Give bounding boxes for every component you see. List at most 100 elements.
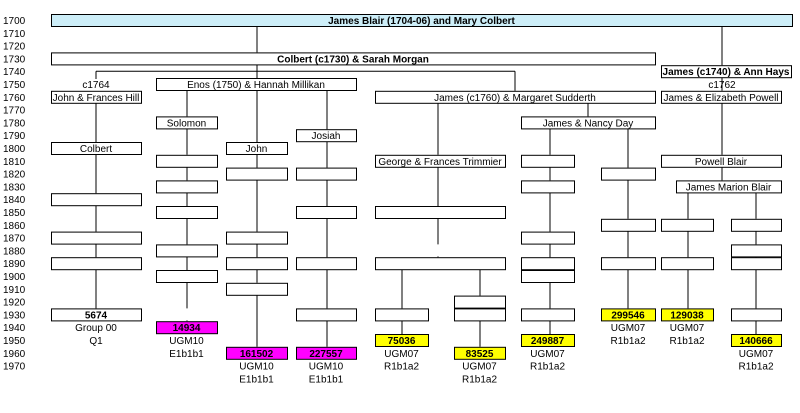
person-box-colbert [51, 142, 142, 155]
subclade-label: R1b1a2 [530, 362, 565, 373]
kit-number: 161502 [240, 349, 274, 360]
year-note: c1762 [708, 80, 736, 91]
generation-box [156, 270, 218, 283]
generation-box [454, 308, 506, 322]
haplogroup-label: UGM07 [739, 349, 774, 360]
person-name: James (c1760) & Margaret Sudderth [434, 93, 596, 104]
haplogroup-label: UGM10 [309, 362, 344, 373]
kit-number: 75036 [388, 336, 416, 347]
person-name: James (c1740) & Ann Hays [663, 67, 790, 78]
haplogroup-label: UGM07 [384, 349, 419, 360]
couple-box-enos [156, 78, 357, 91]
kit-box [375, 334, 429, 347]
year-label: 1750 [3, 80, 26, 91]
person-name: James & Elizabeth Powell [663, 93, 778, 104]
generation-box [51, 257, 142, 271]
year-label: 1730 [3, 54, 26, 65]
year-label: 1770 [3, 106, 26, 117]
person-name: John [246, 144, 268, 155]
generation-boxes [51, 14, 793, 360]
person-name: James & Nancy Day [543, 118, 634, 129]
year-axis: 1700171017201730174017501760177017801790… [3, 16, 26, 373]
generation-box [521, 257, 575, 271]
person-name: Josiah [312, 131, 341, 142]
year-label: 1720 [3, 42, 26, 53]
person-name: Solomon [167, 118, 206, 129]
generation-box [601, 167, 656, 181]
generation-box [296, 257, 357, 271]
person-box-solomon [156, 116, 218, 130]
haplogroup-label: UGM07 [670, 323, 705, 334]
kit-box [454, 346, 506, 360]
generation-box [296, 206, 357, 219]
generation-box [226, 231, 288, 245]
generation-box [226, 167, 288, 181]
couple-box-james-sudderth [375, 90, 656, 104]
generation-box [521, 180, 575, 194]
generation-box [731, 218, 782, 232]
year-label: 1860 [3, 221, 26, 232]
year-label: 1970 [3, 362, 26, 373]
year-label: 1850 [3, 208, 26, 219]
kit-number: 227557 [309, 349, 343, 360]
year-label: 1930 [3, 310, 26, 321]
haplogroup-label: UGM07 [462, 362, 497, 373]
kit-number: 83525 [466, 349, 494, 360]
connector-lines [95, 26, 757, 347]
haplogroup-label: UGM10 [239, 362, 274, 373]
year-label: 1870 [3, 234, 26, 245]
person-name: Enos (1750) & Hannah Millikan [187, 80, 325, 91]
person-box-james-marion [676, 180, 782, 194]
subclade-label: R1b1a2 [462, 374, 497, 385]
generation-box [156, 206, 218, 219]
haplogroup-label: UGM07 [611, 323, 646, 334]
year-label: 1710 [3, 29, 26, 40]
generation-box [601, 257, 656, 271]
year-note: c1764 [82, 80, 110, 91]
generation-box [51, 231, 142, 245]
year-label: 1700 [3, 16, 26, 27]
generation-box [731, 244, 782, 258]
kit-box [156, 321, 218, 335]
generation-box [226, 282, 288, 296]
year-label: 1950 [3, 336, 26, 347]
generation-box [375, 308, 429, 322]
kit-box [51, 308, 142, 322]
generation-box [601, 218, 656, 232]
person-name: James Marion Blair [686, 182, 772, 193]
year-label: 1820 [3, 170, 26, 181]
couple-box-james-hays [661, 65, 792, 79]
year-label: 1960 [3, 349, 26, 360]
year-label: 1890 [3, 259, 26, 270]
year-label: 1800 [3, 144, 26, 155]
generation-box [521, 154, 575, 168]
generation-box [156, 180, 218, 194]
generation-box [375, 257, 506, 271]
person-box-powell-blair [661, 154, 782, 168]
generation-box [156, 244, 218, 258]
generation-box [521, 231, 575, 245]
person-name: Colbert (c1730) & Sarah Morgan [277, 54, 429, 65]
generation-box [731, 257, 782, 271]
generation-box [521, 270, 575, 283]
generation-box [661, 257, 714, 271]
year-label: 1880 [3, 246, 26, 257]
root-couple-box [51, 14, 793, 27]
subclade-label: R1b1a2 [738, 362, 773, 373]
person-name: George & Frances Trimmier [378, 157, 502, 168]
generation-box [454, 295, 506, 309]
year-label: 1830 [3, 182, 26, 193]
kit-number: 5674 [85, 310, 108, 321]
generation-box [521, 308, 575, 322]
generation-box [375, 206, 506, 219]
subclade-label: R1b1a2 [610, 336, 645, 347]
couple-box-john-hill [51, 90, 142, 104]
haplogroup-label: UGM10 [169, 336, 204, 347]
subclade-label: R1b1a2 [384, 362, 419, 373]
kit-box [601, 308, 656, 322]
kit-box [731, 334, 782, 347]
year-label: 1760 [3, 93, 26, 104]
subclade-label: E1b1b1 [169, 349, 204, 360]
person-name: Powell Blair [695, 157, 748, 168]
couple-box-colbert-morgan [51, 52, 656, 66]
